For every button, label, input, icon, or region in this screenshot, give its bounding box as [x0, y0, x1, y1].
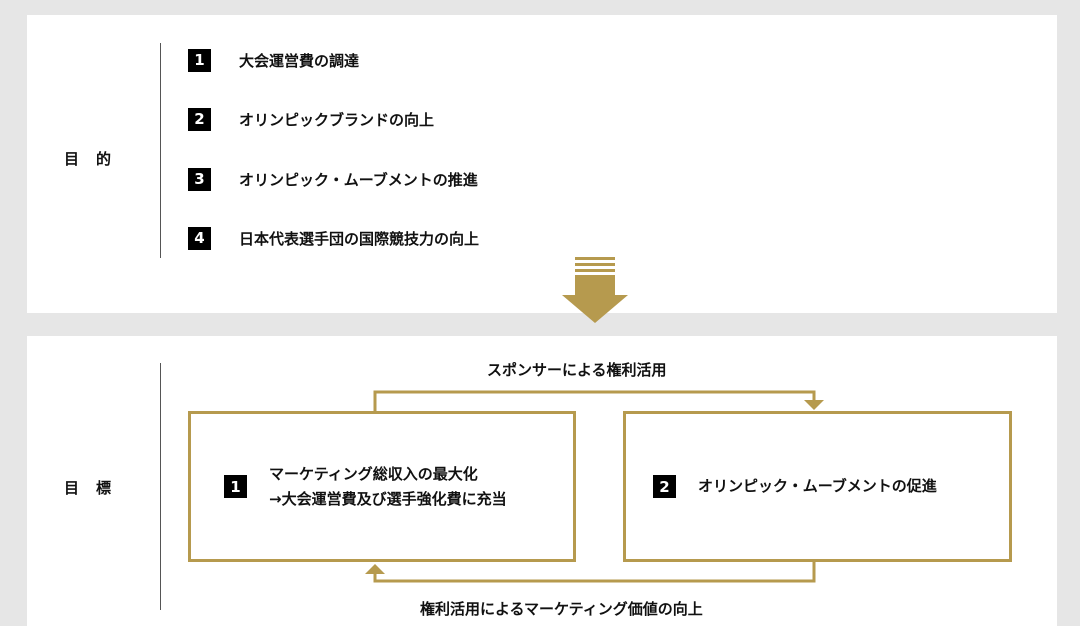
flow-arrow-icon — [373, 390, 824, 411]
goals-divider — [160, 363, 161, 610]
flow-label-top: スポンサーによる権利活用 — [487, 361, 667, 379]
purpose-item-text: 大会運営費の調達 — [239, 51, 360, 70]
number-badge: 4 — [188, 226, 211, 250]
purpose-item-text: 日本代表選手団の国際競技力の向上 — [239, 229, 480, 248]
goal-box-1-line2: →大会運営費及び選手強化費に充当 — [269, 489, 507, 508]
number-badge: 2 — [653, 475, 676, 498]
purpose-divider — [160, 43, 161, 258]
goals-label: 目 標 — [64, 479, 113, 497]
goal-box-1-line1: マーケティング総収入の最大化 — [269, 464, 478, 483]
purpose-item: 3 オリンピック・ムーブメントの推進 — [188, 167, 478, 191]
goal-box-2-text: オリンピック・ムーブメントの促進 — [698, 477, 937, 495]
number-badge: 2 — [188, 107, 211, 131]
number-badge: 1 — [224, 475, 247, 498]
purpose-item-text: オリンピックブランドの向上 — [239, 110, 435, 129]
goal-box-1-text: マーケティング総収入の最大化 →大会運営費及び選手強化費に充当 — [269, 462, 507, 512]
number-badge: 1 — [188, 48, 211, 72]
purpose-item: 2 オリンピックブランドの向上 — [188, 107, 434, 131]
down-arrow-icon — [562, 257, 628, 323]
purpose-item: 4 日本代表選手団の国際競技力の向上 — [188, 226, 479, 250]
purpose-item-text: オリンピック・ムーブメントの推進 — [239, 170, 478, 189]
purpose-item: 1 大会運営費の調達 — [188, 48, 359, 72]
number-badge: 3 — [188, 167, 211, 191]
goal-box-2: 2 オリンピック・ムーブメントの促進 — [623, 411, 1012, 562]
flow-arrow-icon — [365, 562, 816, 583]
goal-box-1: 1 マーケティング総収入の最大化 →大会運営費及び選手強化費に充当 — [188, 411, 576, 562]
purpose-label: 目 的 — [64, 150, 113, 168]
